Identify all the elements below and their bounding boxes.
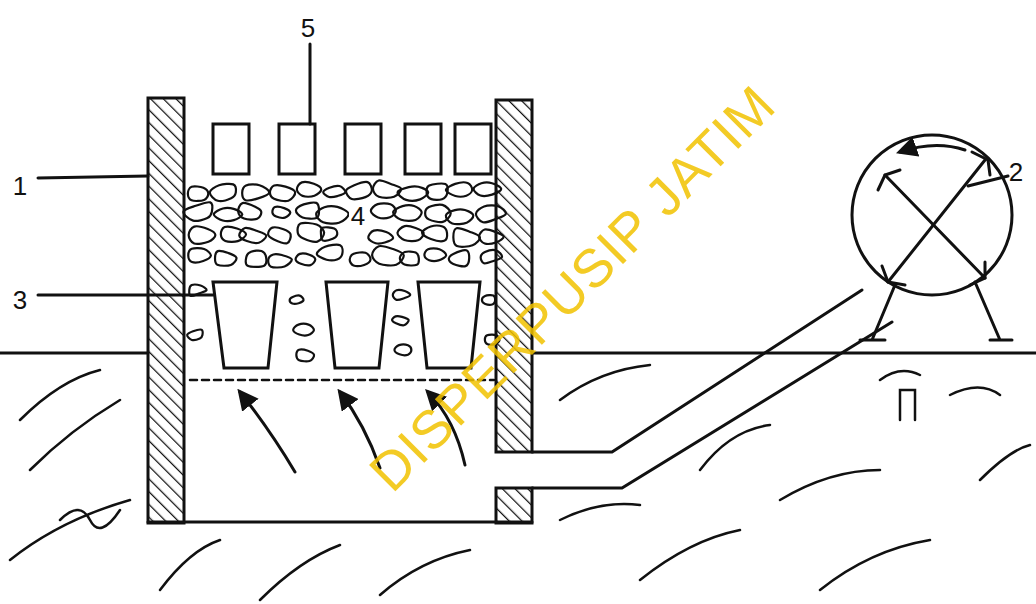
charcoal-lump xyxy=(290,295,304,303)
charcoal-lump xyxy=(215,251,236,266)
charcoal-lump xyxy=(297,182,321,197)
charcoal-lump xyxy=(371,203,396,218)
charcoal-lump xyxy=(482,295,495,305)
callout-number: 2 xyxy=(1009,159,1023,185)
charcoal-lump xyxy=(392,316,409,325)
charcoal-lump xyxy=(446,182,472,196)
charcoal-lump xyxy=(481,250,502,263)
charcoal-lump xyxy=(189,285,206,296)
callout-number: 3 xyxy=(13,287,27,313)
callout-number: 4 xyxy=(349,202,367,230)
charcoal-lump xyxy=(188,186,208,201)
charcoal-lump xyxy=(424,248,446,260)
charcoal-lump xyxy=(268,227,291,243)
charcoal-lump xyxy=(449,250,469,266)
charcoal-lump xyxy=(210,184,236,201)
charcoal-lump xyxy=(239,228,266,243)
charcoal-lump xyxy=(187,330,203,341)
charcoal-lump xyxy=(238,203,261,220)
charcoal-lump xyxy=(296,254,316,266)
callout-number: 1 xyxy=(13,173,27,199)
charcoal-lump xyxy=(317,245,343,261)
charcoal-lump xyxy=(426,184,447,200)
charcoal-lump xyxy=(350,252,371,266)
charcoal-lump xyxy=(270,185,295,201)
charcoal-lump xyxy=(272,207,290,218)
charcoal-lump xyxy=(296,350,314,362)
charcoal-lump xyxy=(397,226,423,241)
charcoal-lump xyxy=(453,228,480,247)
charcoal-lump xyxy=(189,226,216,244)
watermark: DISPERPUSIP JATIM xyxy=(360,76,784,500)
charcoal-lump xyxy=(398,186,429,200)
charcoal-lump xyxy=(400,251,419,265)
charcoal-lump xyxy=(183,202,212,221)
charcoal-lump xyxy=(293,324,314,335)
charcoal-lump xyxy=(268,254,292,267)
charcoal-lump xyxy=(246,251,267,267)
charcoal-lump xyxy=(188,248,211,262)
charcoal-lump xyxy=(479,229,504,243)
charcoal-lump xyxy=(393,290,410,300)
charcoal-lump xyxy=(242,184,269,200)
charcoal-lump xyxy=(323,186,345,197)
charcoal-lump xyxy=(393,205,422,221)
charcoal-lump xyxy=(368,230,393,243)
charcoal-lump xyxy=(373,180,401,197)
charcoal-lump xyxy=(316,206,348,223)
charcoal-lump xyxy=(394,345,411,356)
callout-number: 5 xyxy=(301,15,315,41)
charcoal-lump xyxy=(476,205,506,222)
charcoal-lump xyxy=(446,209,473,224)
charcoal-lump xyxy=(346,182,372,199)
charcoal-lump xyxy=(474,183,502,196)
charcoal-lump xyxy=(422,226,447,241)
charcoal-lump xyxy=(321,227,337,240)
charcoal-lump xyxy=(372,246,404,266)
